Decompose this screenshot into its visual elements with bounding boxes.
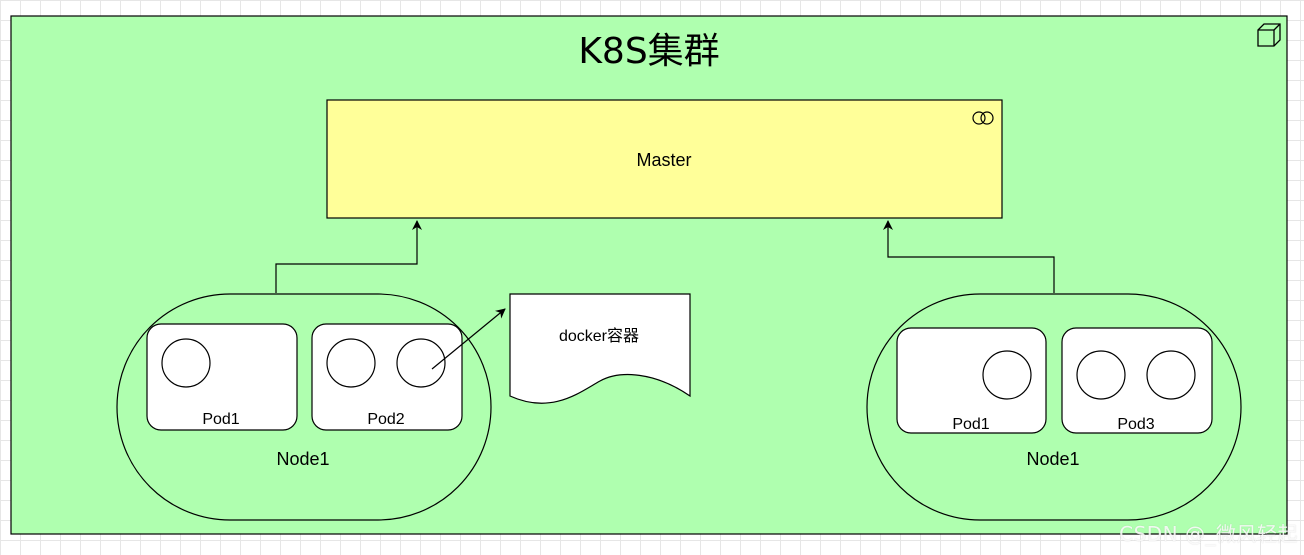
container-circle[interactable] <box>161 338 211 388</box>
container-circle[interactable] <box>1076 350 1126 400</box>
node-right[interactable]: Node1 Pod1 Pod3 <box>866 293 1242 521</box>
pod-label: Pod1 <box>952 416 989 433</box>
node-label: Node1 <box>1026 449 1079 469</box>
pod-box[interactable]: Pod1 <box>896 327 1047 434</box>
cluster-title: K8S集群 <box>578 31 719 72</box>
master-box[interactable] <box>326 99 1003 219</box>
docker-label: docker容器 <box>559 327 639 345</box>
docker-document[interactable]: docker容器 <box>509 293 691 404</box>
pod-box[interactable]: Pod2 <box>311 323 463 431</box>
pod-box[interactable]: Pod3 <box>1061 327 1213 434</box>
pod-label: Pod3 <box>1117 416 1154 433</box>
master-component[interactable]: Master <box>326 99 1003 219</box>
connector-node-left-to-master[interactable] <box>275 220 422 293</box>
master-label: Master <box>636 150 691 170</box>
node-cube-icon <box>1257 23 1281 47</box>
container-circle[interactable] <box>982 350 1032 400</box>
collaboration-icon <box>972 111 994 125</box>
container-circle[interactable] <box>396 338 446 388</box>
pod-label: Pod1 <box>202 411 239 428</box>
container-circle[interactable] <box>326 338 376 388</box>
connector-container-to-docker[interactable] <box>431 308 506 370</box>
pod-box[interactable]: Pod1 <box>146 323 298 431</box>
watermark: CSDN @_微风轻起 <box>1119 522 1298 546</box>
node-label: Node1 <box>276 449 329 469</box>
document-shape[interactable] <box>509 293 691 404</box>
connector-node-right-to-master[interactable] <box>883 220 1055 293</box>
node-left[interactable]: Node1 Pod1 Pod2 <box>116 293 492 521</box>
pod-label: Pod2 <box>367 411 404 428</box>
container-circle[interactable] <box>1146 350 1196 400</box>
